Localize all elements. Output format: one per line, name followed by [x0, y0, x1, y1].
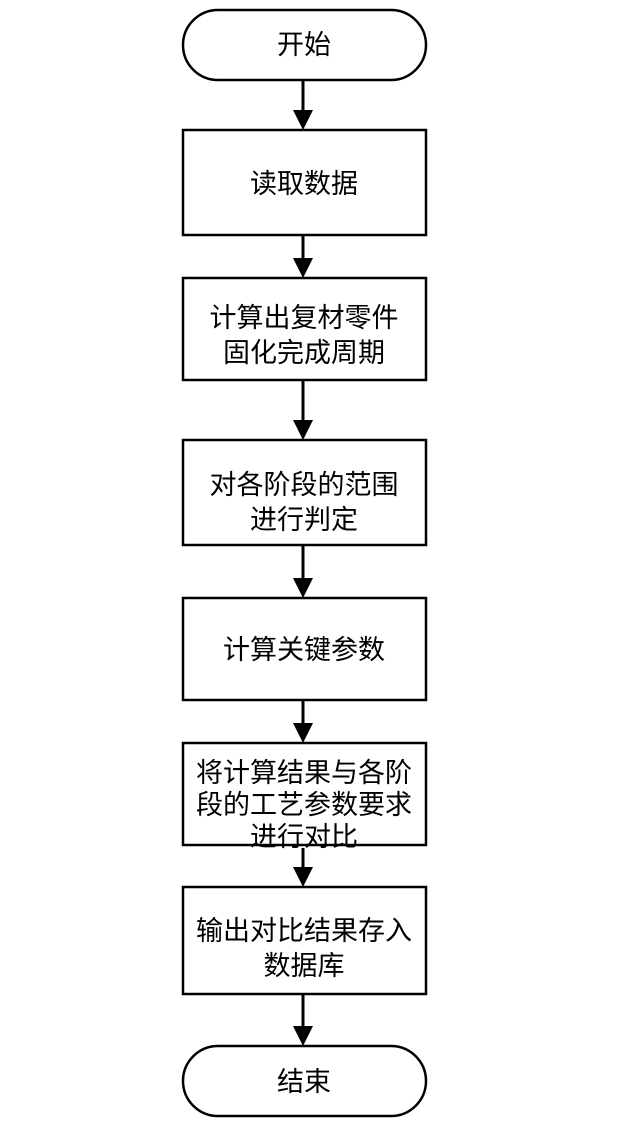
step-output-to-database-line-2: 数据库	[264, 951, 345, 982]
start-label: 开始	[277, 30, 331, 61]
end-node: 结束	[181, 1044, 428, 1118]
step-judge-stage-range-line-2: 进行判定	[250, 505, 358, 536]
start-node: 开始	[181, 8, 428, 82]
step-judge-stage-range: 对各阶段的范围 进行判定	[181, 438, 428, 547]
arrow-output-to-end	[293, 994, 313, 1046]
step-compute-cure-cycle: 计算出复材零件 固化完成周期	[181, 276, 428, 382]
step-output-to-database-line-1: 输出对比结果存入	[196, 916, 412, 947]
step-compute-key-params-line-1: 计算关键参数	[223, 635, 385, 666]
arrow-start-to-read	[293, 80, 313, 130]
step-compare-results-line-3: 进行对比	[250, 822, 358, 853]
step-judge-stage-range-line-1: 对各阶段的范围	[210, 470, 399, 501]
step-compare-results-line-2: 段的工艺参数要求	[196, 790, 412, 821]
step-read-data-line-1: 读取数据	[250, 169, 358, 200]
step-read-data: 读取数据	[181, 128, 428, 237]
end-label: 结束	[277, 1067, 331, 1098]
arrow-judge-to-params	[293, 545, 313, 598]
arrow-params-to-compare	[293, 700, 313, 743]
step-compare-results-line-1: 将计算结果与各阶	[196, 758, 412, 789]
step-compare-results: 将计算结果与各阶 段的工艺参数要求 进行对比	[181, 741, 428, 853]
arrow-compare-to-output	[293, 848, 313, 887]
arrow-cycle-to-judge	[293, 380, 313, 440]
step-output-to-database: 输出对比结果存入 数据库	[181, 885, 428, 996]
step-compute-cure-cycle-line-2: 固化完成周期	[223, 338, 385, 369]
step-compute-cure-cycle-line-1: 计算出复材零件	[210, 303, 399, 334]
arrow-read-to-cycle	[293, 235, 313, 278]
step-compute-key-params: 计算关键参数	[181, 596, 428, 702]
